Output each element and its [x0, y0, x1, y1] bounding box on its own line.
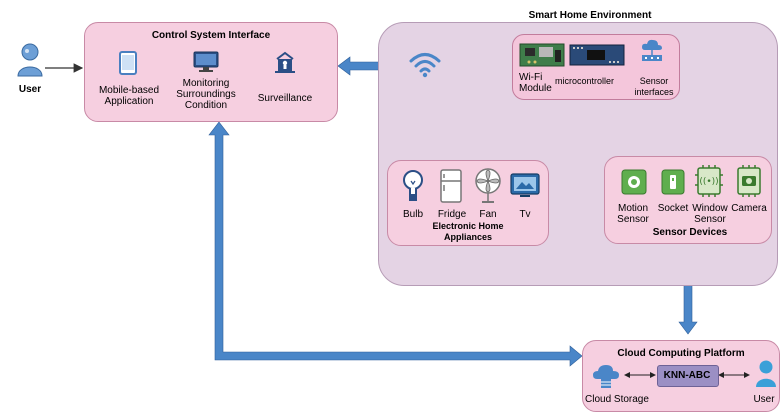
motion-sensor-icon	[621, 169, 647, 195]
sensor-interfaces-label: Sensor interfaces	[634, 76, 674, 97]
user-left-label: User	[18, 84, 42, 95]
monitoring-label: Monitoring Surroundings Condition	[176, 78, 236, 111]
monitor-icon	[193, 51, 219, 72]
fridge-icon	[440, 169, 462, 203]
fan-icon	[475, 168, 501, 203]
cloud-inner-arrows	[624, 372, 750, 378]
control-system-interface-box: Control System Interface Mobile-based Ap…	[84, 22, 338, 122]
knn-abc-label: KNN-ABC	[663, 370, 711, 381]
motion-sensor-label: Motion Sensor	[617, 203, 649, 225]
user-icon	[17, 43, 43, 77]
window-sensor-label: Window Sensor	[692, 203, 728, 225]
appliances-box: Bulb Fridge Fan Tv Electronic Home Appli…	[387, 160, 549, 246]
cloud-platform-box: Cloud Computing Platform Cloud Storage K…	[582, 340, 780, 412]
camera-icon	[737, 165, 761, 197]
user-left: User	[10, 42, 50, 98]
wifi-icon	[409, 53, 441, 78]
socket-icon	[661, 169, 685, 195]
surveillance-label: Surveillance	[257, 93, 313, 104]
control-title: Control System Interface	[151, 30, 271, 41]
tv-icon	[510, 173, 540, 197]
bulb-icon	[403, 170, 423, 201]
tv-label: Tv	[519, 209, 531, 220]
cloud-user-label: User	[753, 394, 775, 405]
wifi-module-board-icon	[519, 43, 565, 67]
sensor-devices-box: Motion Sensor Socket ((•)) Window Sensor…	[604, 156, 772, 244]
cloud-storage-label: Cloud Storage	[585, 394, 649, 405]
microcontroller-board-icon	[569, 44, 625, 66]
svg-text:((•)): ((•))	[699, 177, 718, 187]
surveillance-icon	[275, 51, 295, 73]
sensor-devices-title: Sensor Devices	[652, 227, 728, 238]
socket-label: Socket	[657, 203, 689, 214]
hardware-box: Wi-Fi Module microcontroller Sensor inte…	[512, 34, 680, 100]
fan-label: Fan	[479, 209, 497, 220]
tablet-icon	[119, 51, 137, 75]
window-sensor-icon: ((•))	[695, 165, 723, 197]
cloud-user-icon	[756, 360, 776, 387]
wifi-module-label: Wi-Fi Module	[519, 72, 552, 94]
camera-label: Camera	[731, 203, 767, 214]
sensor-interface-icon	[642, 39, 662, 61]
fridge-label: Fridge	[437, 209, 467, 220]
knn-abc-box	[657, 365, 719, 387]
smart-home-title: Smart Home Environment	[528, 10, 652, 21]
bulb-label: Bulb	[402, 209, 423, 220]
cloud-title: Cloud Computing Platform	[617, 348, 745, 359]
microcontroller-label: microcontroller	[555, 76, 615, 86]
cloud-storage-icon	[593, 365, 619, 388]
mobile-app-label: Mobile-based Application	[98, 85, 160, 107]
appliances-title: Electronic Home Appliances	[432, 221, 504, 242]
